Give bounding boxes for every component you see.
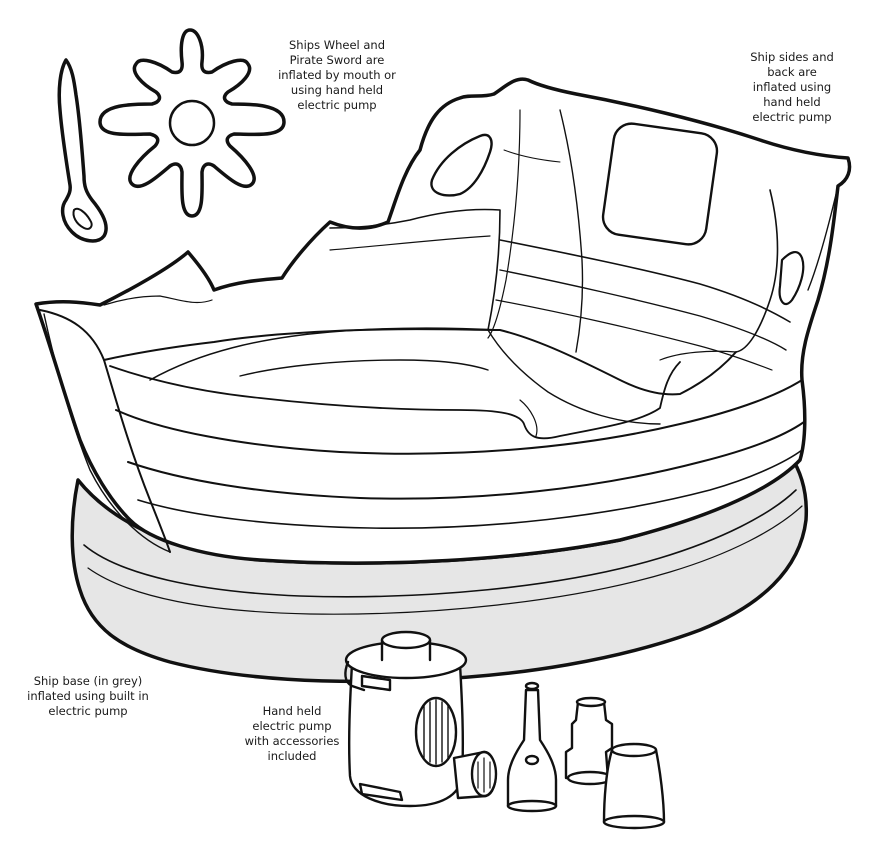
ships-wheel-icon bbox=[98, 28, 286, 218]
ship-sides-annotation: Ship sides and back are inflated using h… bbox=[750, 50, 834, 124]
nozzle-wide-icon bbox=[602, 742, 666, 830]
wheel-sword-annotation: Ships Wheel and Pirate Sword are inflate… bbox=[278, 38, 396, 112]
pirate-sword-icon bbox=[57, 58, 108, 243]
nozzle-stepped-icon bbox=[564, 696, 614, 786]
ship-base-annotation: Ship base (in grey) inflated using built… bbox=[27, 674, 149, 718]
electric-pump-icon bbox=[344, 630, 498, 808]
nozzle-cone-icon bbox=[506, 681, 558, 813]
pump-annotation: Hand held electric pump with accessories… bbox=[244, 704, 340, 763]
inflatable-ship bbox=[34, 77, 852, 565]
